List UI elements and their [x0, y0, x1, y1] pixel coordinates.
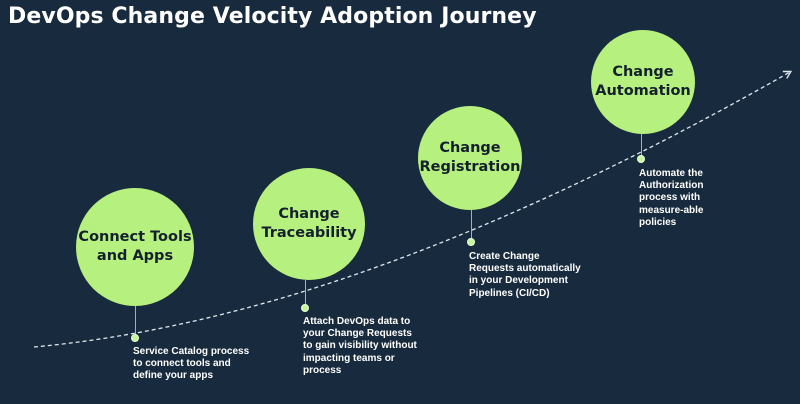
- curve-node-dot: [131, 334, 139, 342]
- curve-node-dot: [301, 304, 309, 312]
- stage-circle-change-automation: Change Automation: [591, 30, 695, 134]
- stage-description: Automate the Authorization process with …: [639, 168, 704, 228]
- stage-circle-change-registration: Change Registration: [418, 106, 522, 210]
- stage-label: Change Automation: [595, 64, 691, 99]
- stage-description: Attach DevOps data to your Change Reques…: [303, 316, 417, 376]
- curve-node-dot: [637, 155, 645, 163]
- stage-connector-line: [641, 134, 642, 160]
- stage-connector-line: [305, 280, 306, 308]
- stage-label: Connect Tools and Apps: [78, 229, 192, 264]
- stage-label: Change Registration: [419, 140, 521, 175]
- stage-connector-line: [135, 306, 136, 338]
- stage-circle-change-traceability: Change Traceability: [253, 168, 365, 280]
- stage-connector-line: [471, 210, 472, 242]
- stage-description: Service Catalog process to connect tools…: [133, 346, 250, 382]
- curve-node-dot: [467, 238, 475, 246]
- stage-circle-connect-tools: Connect Tools and Apps: [76, 188, 194, 306]
- stage-description: Create Change Requests automatically in …: [469, 251, 581, 299]
- stage-label: Change Traceability: [261, 206, 357, 241]
- dashed-arrow-curve: [33, 70, 793, 348]
- slide-title: DevOps Change Velocity Adoption Journey: [8, 4, 537, 29]
